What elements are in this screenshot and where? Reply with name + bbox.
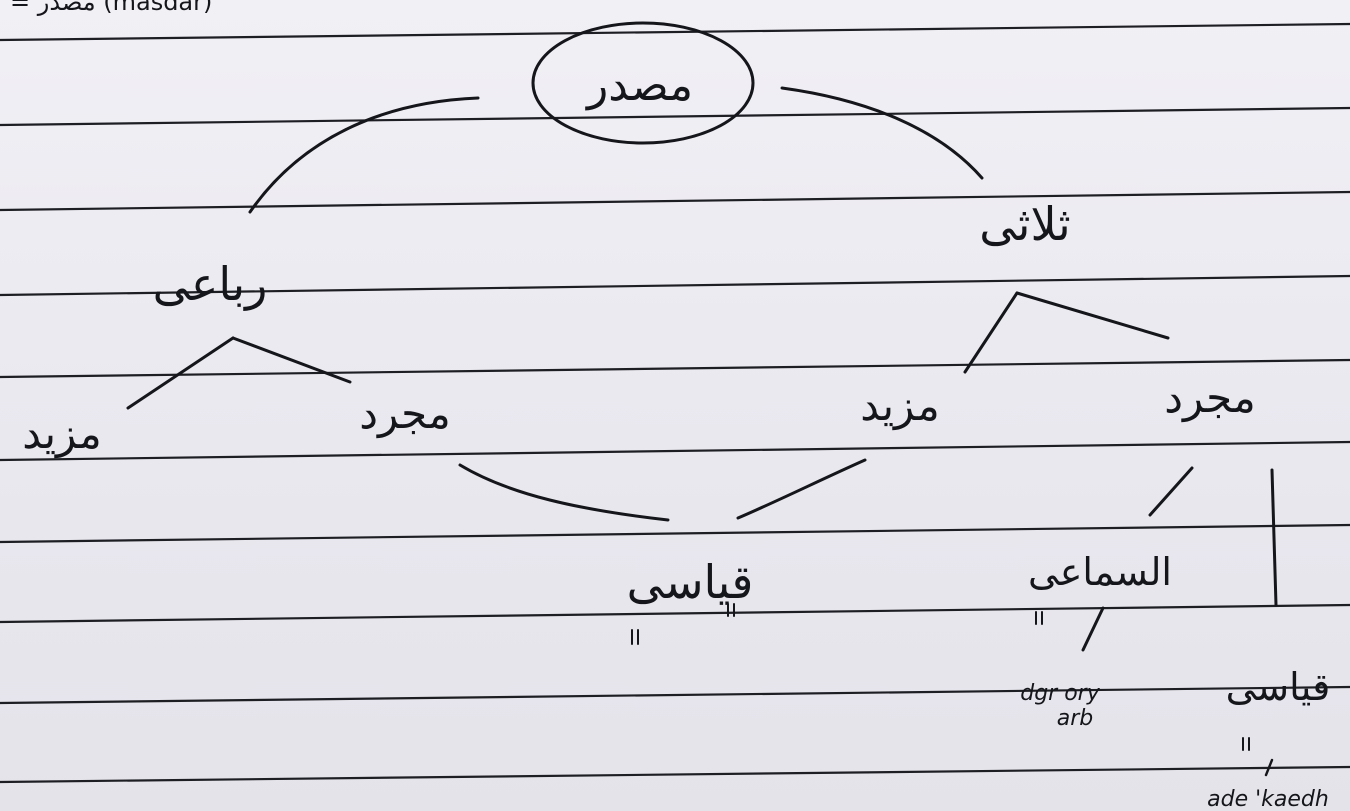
samai-note-line2: arb <box>1057 706 1094 731</box>
samai-note-line1: dgr ory <box>1020 681 1100 706</box>
root-label: مصدر <box>585 60 693 111</box>
node-qiyasi: قیاسی <box>627 555 754 609</box>
top-note: = مصدر (masdar) <box>10 0 212 16</box>
branch-thulathi-right <box>1015 291 1170 340</box>
branch-rubai-left <box>126 336 235 410</box>
branch-root-left <box>248 96 480 214</box>
node-mujarrad-left: مجرد <box>359 389 451 438</box>
node-mujarrad-right: مجرد <box>1164 373 1256 422</box>
hamza-marks <box>631 603 1043 645</box>
branch-to-qiyasi-right-vertical <box>1270 468 1278 607</box>
node-mazid-right: مزید <box>860 381 939 430</box>
branch-samai-note <box>1081 606 1105 652</box>
node-rubai: رباعی <box>153 257 268 311</box>
branch-to-qiyasi-right <box>736 458 867 520</box>
branch-thulathi-left <box>963 291 1019 374</box>
node-mazid-left: مزید <box>22 409 101 458</box>
branch-to-qiyasi-left <box>458 463 670 522</box>
branch-rubai-right <box>231 336 352 384</box>
root-circle <box>531 21 755 145</box>
node-samai: السماعی <box>1028 550 1172 594</box>
qiyasi-right-marks <box>1242 737 1250 751</box>
node-thulathi: ثلاثی <box>979 197 1070 251</box>
branch-root-right <box>780 86 984 180</box>
node-qiyasi-right: قیاسی <box>1226 665 1331 709</box>
ruled-lines <box>0 22 1350 784</box>
branch-to-samai <box>1148 466 1194 517</box>
qiyasi-note: ade 'kaedh <box>1207 787 1329 811</box>
branch-qiyasi-note <box>1264 758 1274 777</box>
